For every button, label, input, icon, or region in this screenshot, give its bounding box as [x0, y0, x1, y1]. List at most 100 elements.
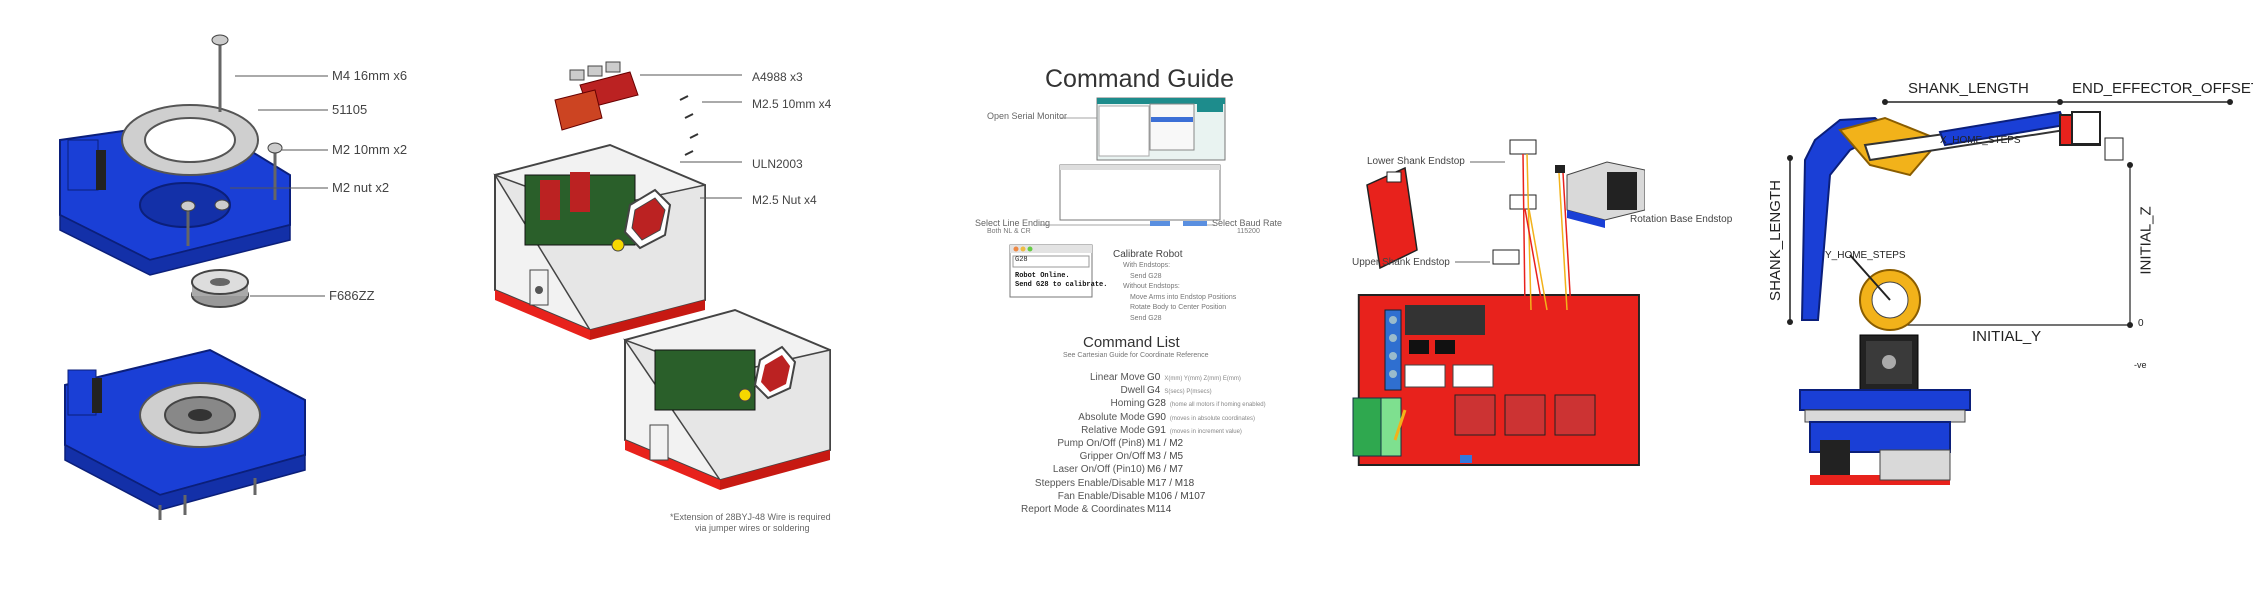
command-code-text: M6 / M7	[1147, 464, 1184, 476]
command-name: Gripper On/Off	[1079, 451, 1145, 463]
calibrate-line-3: Without Endstops:	[1123, 283, 1180, 290]
select-line-ending-label: Select Line Ending	[975, 218, 1051, 228]
open-serial-monitor-label: Open Serial Monitor	[987, 111, 1068, 121]
calibrate-line-1: With Endstops:	[1123, 262, 1171, 269]
y-home-steps-label: Y_HOME_STEPS	[1825, 250, 1906, 261]
terminal-output-2: Send G28 to calibrate.	[1015, 281, 1108, 289]
command-code: M17 / M18	[1147, 478, 1194, 489]
command-code-text: G90	[1147, 411, 1166, 423]
baud-value: 115200	[1237, 228, 1260, 235]
zero-label: 0	[2138, 318, 2144, 329]
command-code-text: M106 / M107	[1147, 490, 1206, 502]
arm-dimension-drawing	[1787, 99, 2233, 485]
command-row: Pump On/Off (Pin8)M1 / M2	[975, 438, 1305, 450]
endstop-wiring-drawing	[1352, 139, 1645, 466]
label-f686zz-bearing: F686ZZ	[329, 288, 375, 303]
command-code: G28(home all motors if homing enabled)	[1147, 398, 1266, 409]
command-name: Report Mode & Coordinates	[1021, 504, 1145, 515]
command-name: Laser On/Off (Pin10)	[1052, 464, 1145, 476]
panel-endstops: Lower Shank Endstop Rotation Base Endsto…	[1345, 0, 1732, 600]
panel-arm-dimensions: SHANK_LENGTH END_EFFECTOR_OFFSET X_HOME_…	[1760, 0, 2253, 600]
terminal-input[interactable]: G28	[1015, 256, 1028, 264]
command-code-text: M1 / M2	[1147, 438, 1184, 449]
command-code: M1 / M2	[1147, 438, 1183, 449]
end-effector-offset-label: END_EFFECTOR_OFFSET	[2072, 80, 2253, 97]
command-code: G90(moves in absolute coordinates)	[1147, 412, 1255, 423]
command-name: Fan Enable/Disable	[1057, 490, 1145, 502]
command-code-text: G91	[1147, 424, 1166, 436]
command-guide-title: Command Guide	[1045, 65, 1234, 93]
rotation-base-endstop-label: Rotation Base Endstop	[1630, 214, 1733, 225]
footnote-line-1: *Extension of 28BYJ-48 Wire is required	[670, 512, 831, 522]
upper-shank-endstop-label: Upper Shank Endstop	[1352, 257, 1450, 268]
command-code-text: G4	[1147, 385, 1161, 397]
label-51105-bearing: 51105	[332, 102, 368, 117]
calibrate-line-4: Move Arms into Endstop Positions	[1130, 294, 1237, 301]
command-code: M106 / M107	[1147, 491, 1205, 502]
command-code-text: G28	[1147, 398, 1166, 410]
panel-command-guide: Command Guide Open Serial Monitor Select…	[975, 0, 1305, 600]
command-note: (moves in absolute coordinates)	[1169, 415, 1255, 422]
command-name: Relative Mode	[1081, 424, 1145, 436]
command-name: Dwell	[1120, 385, 1145, 397]
label-m2-screws: M2 10mm x2	[332, 142, 408, 157]
calibrate-line-6: Send G28	[1130, 315, 1162, 322]
command-code: M6 / M7	[1147, 464, 1183, 475]
command-code-text: M114	[1147, 504, 1172, 515]
calibrate-line-2: Send G28	[1130, 273, 1162, 280]
command-note: S(secs) P(msecs)	[1164, 389, 1212, 396]
command-list-title: Command List	[1083, 334, 1180, 351]
label-a4988: A4988 x3	[752, 70, 803, 84]
command-code: M114	[1147, 504, 1171, 515]
serial-monitor-screenshot	[1009, 97, 1226, 298]
label-m2-nuts: M2 nut x2	[332, 180, 390, 195]
command-name: Steppers Enable/Disable	[1034, 477, 1145, 489]
label-m25-screws: M2.5 10mm x4	[752, 97, 832, 111]
negative-label: -ve	[2134, 360, 2147, 370]
lower-shank-endstop-label: Lower Shank Endstop	[1367, 156, 1465, 167]
label-m4-screws: M4 16mm x6	[332, 68, 408, 83]
calibrate-line-5: Rotate Body to Center Position	[1130, 304, 1227, 311]
command-note: (home all motors if homing enabled)	[1169, 402, 1266, 409]
panel-base-assembly: M4 16mm x6 51105 M2 10mm x2 M2 nut x2 F6…	[0, 0, 440, 600]
panel-enclosure: A4988 x3 M2.5 10mm x4 ULN2003 M2.5 Nut x…	[470, 0, 890, 600]
command-code-text: M17 / M18	[1147, 477, 1195, 489]
select-baud-label: Select Baud Rate	[1212, 218, 1283, 228]
terminal-output-1: Robot Online.	[1015, 272, 1070, 280]
calibrate-robot-title: Calibrate Robot	[1113, 249, 1183, 260]
command-name: Homing	[1110, 398, 1145, 410]
line-ending-value: Both NL & CR	[987, 228, 1031, 235]
shank-length-top-label: SHANK_LENGTH	[1908, 80, 2029, 97]
initial-y-label: INITIAL_Y	[1972, 328, 2042, 345]
command-code-text: M3 / M5	[1147, 451, 1184, 463]
command-name: Linear Move	[1089, 372, 1145, 383]
command-name: Absolute Mode	[1078, 411, 1145, 423]
command-note: (moves in increment value)	[1169, 428, 1242, 435]
command-code-text: G0	[1147, 372, 1161, 383]
initial-z-label: INITIAL_Z	[2137, 206, 2155, 275]
command-code: G91(moves in increment value)	[1147, 425, 1242, 436]
command-name: Pump On/Off (Pin8)	[1057, 438, 1145, 449]
command-code: M3 / M5	[1147, 451, 1183, 462]
enclosure-drawing	[493, 61, 831, 490]
footnote-line-2: via jumper wires or soldering	[695, 523, 810, 533]
x-home-steps-label: X_HOME_STEPS	[1940, 135, 2021, 146]
shank-length-side-label: SHANK_LENGTH	[1766, 180, 1784, 301]
command-list-subtitle: See Cartesian Guide for Coordinate Refer…	[1063, 352, 1209, 359]
label-m25-nuts: M2.5 Nut x4	[752, 193, 817, 207]
command-row: Laser On/Off (Pin10)M6 / M7	[975, 464, 1305, 476]
command-note: X(mm) Y(mm) Z(mm) E(mm)	[1164, 376, 1241, 382]
base-assembly-drawing	[59, 34, 328, 520]
